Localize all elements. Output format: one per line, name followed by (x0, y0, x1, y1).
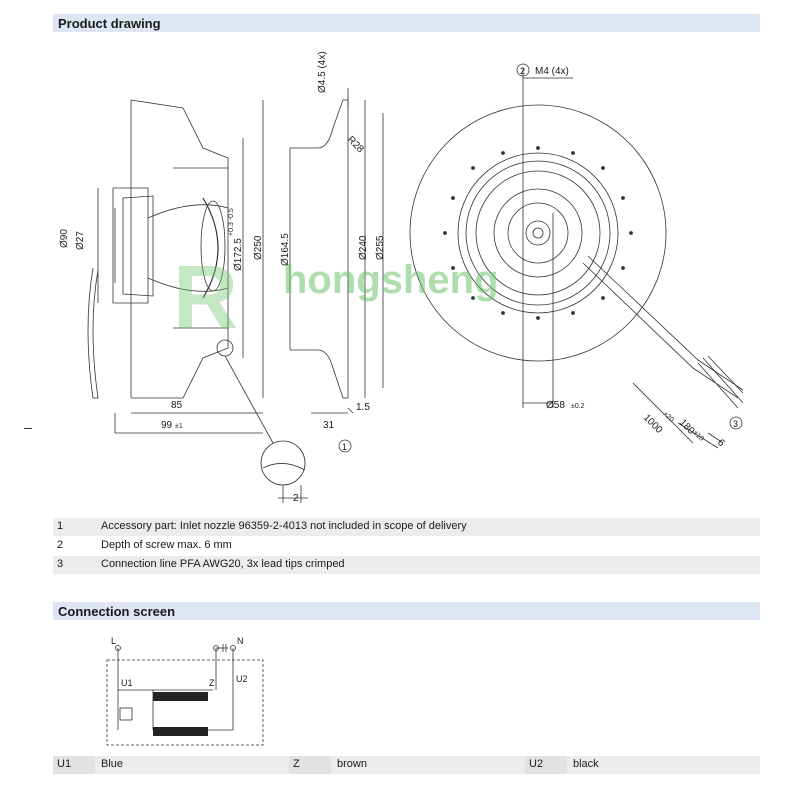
dim-d58-tol: ±0.2 (571, 403, 585, 410)
dim-w31: 31 (323, 420, 335, 431)
terminal-Z: Z (209, 678, 215, 688)
note-text: Connection line PFA AWG20, 3x lead tips … (101, 558, 345, 570)
legend-code-z: Z (293, 758, 300, 770)
dim-w99-tol: ±1 (175, 423, 183, 430)
legend-label-u1: Blue (101, 758, 124, 770)
legend-code-u2: U2 (529, 758, 544, 770)
watermark-text: hongsheng (283, 258, 499, 302)
dim-l1000: 1000 (641, 412, 665, 436)
terminal-L: L (111, 636, 116, 646)
note-row-2: 2 Depth of screw max. 6 mm (53, 537, 760, 555)
connection-screen-header: Connection screen (53, 602, 760, 620)
note-num: 2 (57, 539, 64, 551)
dim-d172: Ø172.5 (233, 238, 244, 271)
note-row-1: 1 Accessory part: Inlet nozzle 96359-2-4… (53, 518, 760, 536)
dim-d250: Ø250 (253, 235, 264, 260)
watermark-logo: R (173, 248, 238, 348)
dim-w2: 2 (293, 493, 299, 504)
terminal-U1: U1 (121, 678, 133, 688)
dim-d90: Ø90 (59, 229, 70, 248)
legend-label-u2: black (573, 758, 599, 770)
dim-d172-tol: +0.3 -0.5 (228, 208, 235, 236)
callout-2: 2 (520, 66, 525, 76)
front-outer-ring (409, 104, 667, 362)
motor-housing (112, 187, 149, 304)
color-legend: U1 Blue Z brown U2 black (53, 756, 760, 774)
note-num: 3 (57, 558, 64, 570)
note-row-3: 3 Connection line PFA AWG20, 3x lead tip… (53, 556, 760, 574)
callout-1: 1 (342, 442, 347, 452)
front-blade-ticks (443, 146, 633, 320)
terminal-U2: U2 (236, 674, 248, 684)
cable-side (87, 267, 99, 399)
note-num: 1 (57, 520, 64, 532)
nozzle-profile (290, 99, 349, 399)
legend-code-u1: U1 (57, 758, 72, 770)
cable-front (582, 262, 739, 399)
margin-dash (24, 428, 32, 429)
dim-m4: M4 (4x) (535, 66, 569, 77)
legend-code-cell (289, 756, 331, 774)
dim-l1000-tol: +20 (662, 410, 675, 423)
winding-aux (153, 727, 208, 736)
dim-d240: Ø240 (358, 235, 369, 260)
winding-main (153, 692, 208, 701)
dim-w1-5: 1.5 (356, 402, 370, 413)
legend-code-cell (525, 756, 567, 774)
dim-w85: 85 (171, 400, 183, 411)
connection-screen-title: Connection screen (58, 604, 176, 619)
legend-code-cell (53, 756, 95, 774)
dim-l180-tol: ±10 (692, 429, 705, 442)
product-drawing-header: Product drawing (53, 14, 760, 32)
wiring-schematic: L N U1 Z U2 (106, 636, 264, 746)
dim-d27: Ø27 (75, 231, 86, 250)
callout-3: 3 (733, 419, 738, 429)
product-drawing: hongsheng R Ø4.5 (4x) R28 Ø90 Ø27 Ø172.5… (59, 51, 744, 504)
dim-d255: Ø255 (375, 235, 386, 260)
note-text: Depth of screw max. 6 mm (101, 539, 232, 551)
dim-w99: 99 (161, 420, 173, 431)
note-text: Accessory part: Inlet nozzle 96359-2-401… (101, 520, 467, 532)
fan-side-outline (130, 99, 229, 399)
legend-label-z: brown (337, 758, 367, 770)
product-drawing-title: Product drawing (58, 16, 161, 31)
dim-d164: Ø164.5 (280, 233, 291, 266)
dim-d58: Ø58 (546, 400, 565, 411)
dim-d4-5: Ø4.5 (4x) (317, 51, 328, 93)
terminal-N: N (237, 636, 244, 646)
